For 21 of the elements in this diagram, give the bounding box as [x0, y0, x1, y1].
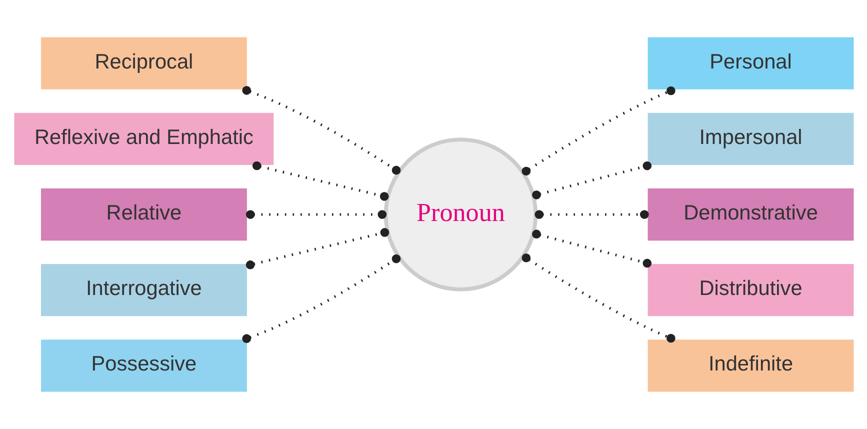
connector — [252, 161, 388, 201]
node-box: Indefinite — [647, 340, 854, 392]
node-box: Interrogative — [40, 264, 246, 316]
connector — [534, 210, 648, 219]
node-box: Impersonal — [647, 112, 854, 165]
node-box: Demonstrative — [647, 188, 854, 241]
connector — [532, 230, 652, 268]
node-box: Reciprocal — [40, 37, 246, 90]
connector — [521, 86, 675, 176]
node-box: Reflexive and Emphatic — [14, 112, 274, 165]
node-box: Possessive — [40, 340, 246, 392]
connector — [245, 228, 389, 270]
connector — [242, 254, 400, 344]
connector — [521, 253, 675, 343]
node-box: Distributive — [647, 264, 854, 316]
connector — [245, 210, 386, 219]
node-circle: Pronoun — [383, 138, 538, 292]
node-box: Relative — [40, 188, 246, 241]
connector — [242, 86, 400, 175]
connector — [532, 161, 652, 200]
node-box: Personal — [647, 37, 854, 90]
